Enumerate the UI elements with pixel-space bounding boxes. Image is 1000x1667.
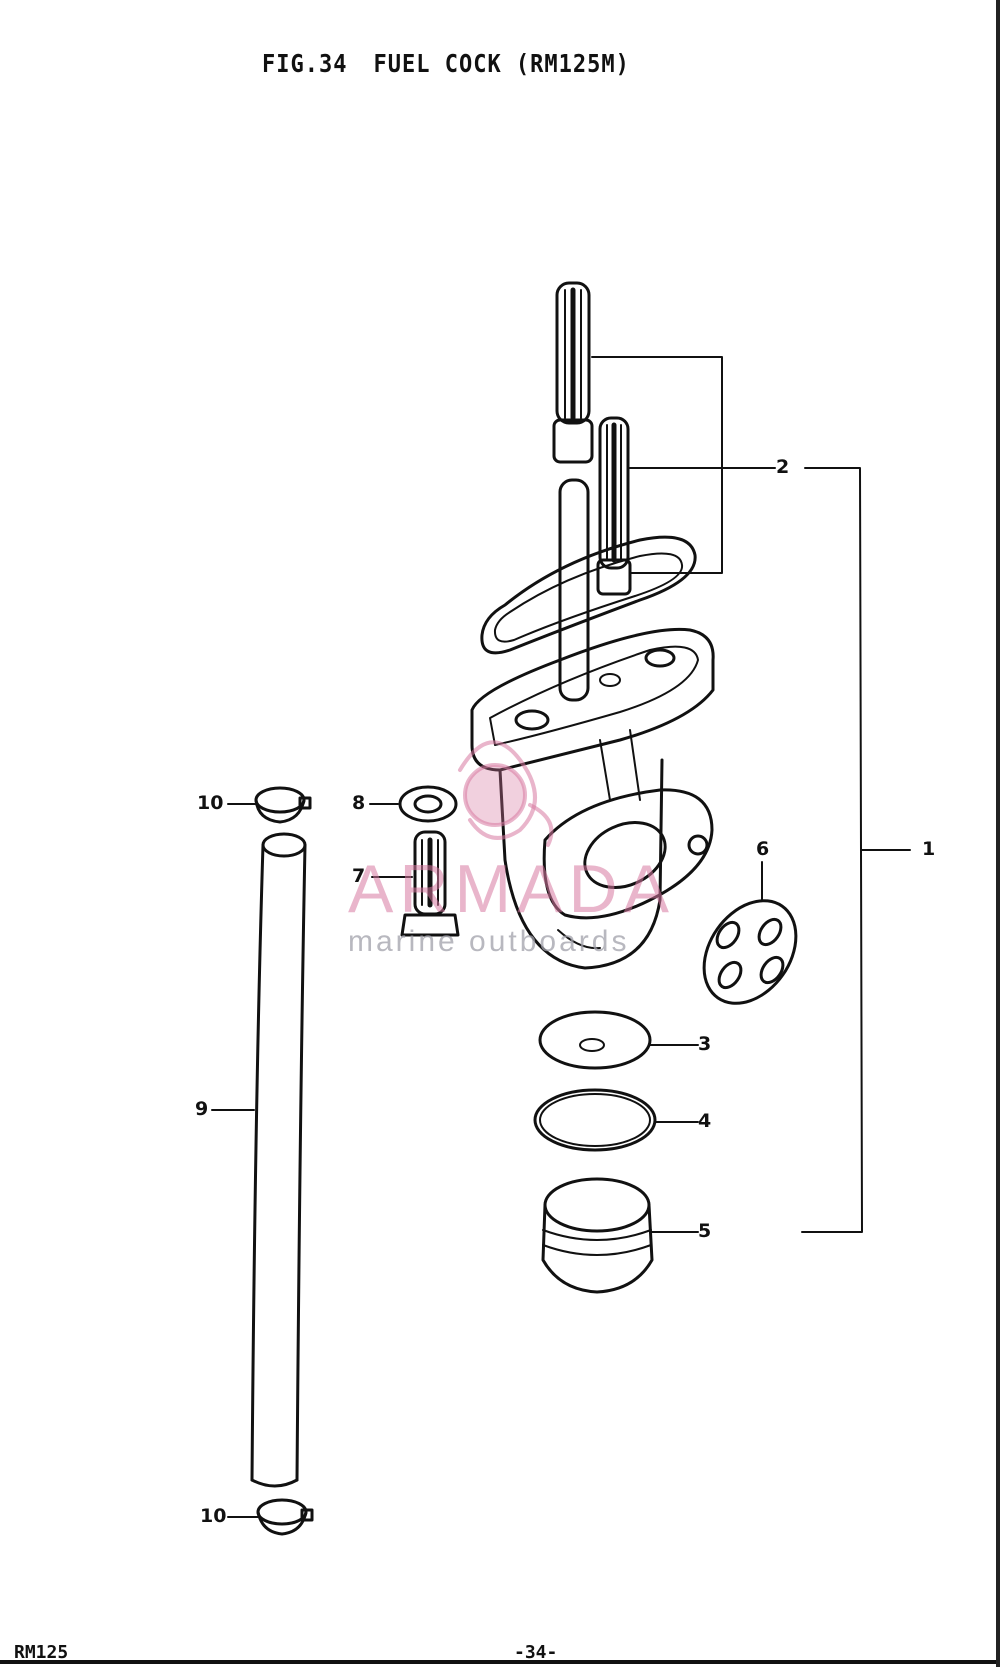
callout-7: 7	[352, 865, 366, 887]
callout-10-top: 10	[197, 792, 224, 814]
valve-disc	[538, 1010, 652, 1070]
callout-5: 5	[698, 1220, 712, 1242]
strainer-disc	[702, 899, 798, 1005]
callout-3: 3	[698, 1033, 712, 1055]
hose-clamp-top	[254, 786, 312, 824]
callout-6: 6	[756, 838, 770, 860]
figure-number: FIG.34	[262, 50, 348, 79]
figure-name: FUEL COCK (RM125M)	[373, 50, 630, 79]
callout-9: 9	[195, 1098, 209, 1120]
figure-title: FIG.34 FUEL COCK (RM125M)	[262, 50, 630, 79]
upper-gasket-inner	[493, 552, 684, 643]
hose-clamp-bottom	[256, 1498, 314, 1536]
watermark-tagline: marine outboards	[348, 925, 630, 958]
watermark-emblem	[458, 740, 554, 847]
callout-1: 1	[922, 838, 936, 860]
washer	[398, 785, 458, 823]
upper-gasket	[480, 535, 697, 655]
mounting-bolt	[400, 830, 460, 937]
mounting-stud-long	[552, 281, 594, 464]
fuel-pickup-tube	[558, 478, 590, 702]
callout-4: 4	[698, 1110, 712, 1132]
fuel-cock-body	[470, 627, 715, 970]
mounting-stud-short	[596, 416, 632, 596]
watermark-brand: ARMADA	[348, 851, 675, 927]
o-ring	[533, 1088, 657, 1152]
callout-10-bottom: 10	[200, 1505, 227, 1527]
fuel-hose	[250, 832, 307, 1488]
footer-page-number: -34-	[514, 1642, 558, 1663]
right-edge	[996, 0, 1000, 1667]
sediment-cup	[541, 1177, 654, 1294]
callout-8: 8	[352, 792, 366, 814]
footer-model: RM125	[14, 1642, 69, 1663]
callout-2: 2	[776, 456, 790, 478]
bottom-rule	[0, 1660, 1000, 1664]
leader-lines	[211, 356, 911, 1518]
